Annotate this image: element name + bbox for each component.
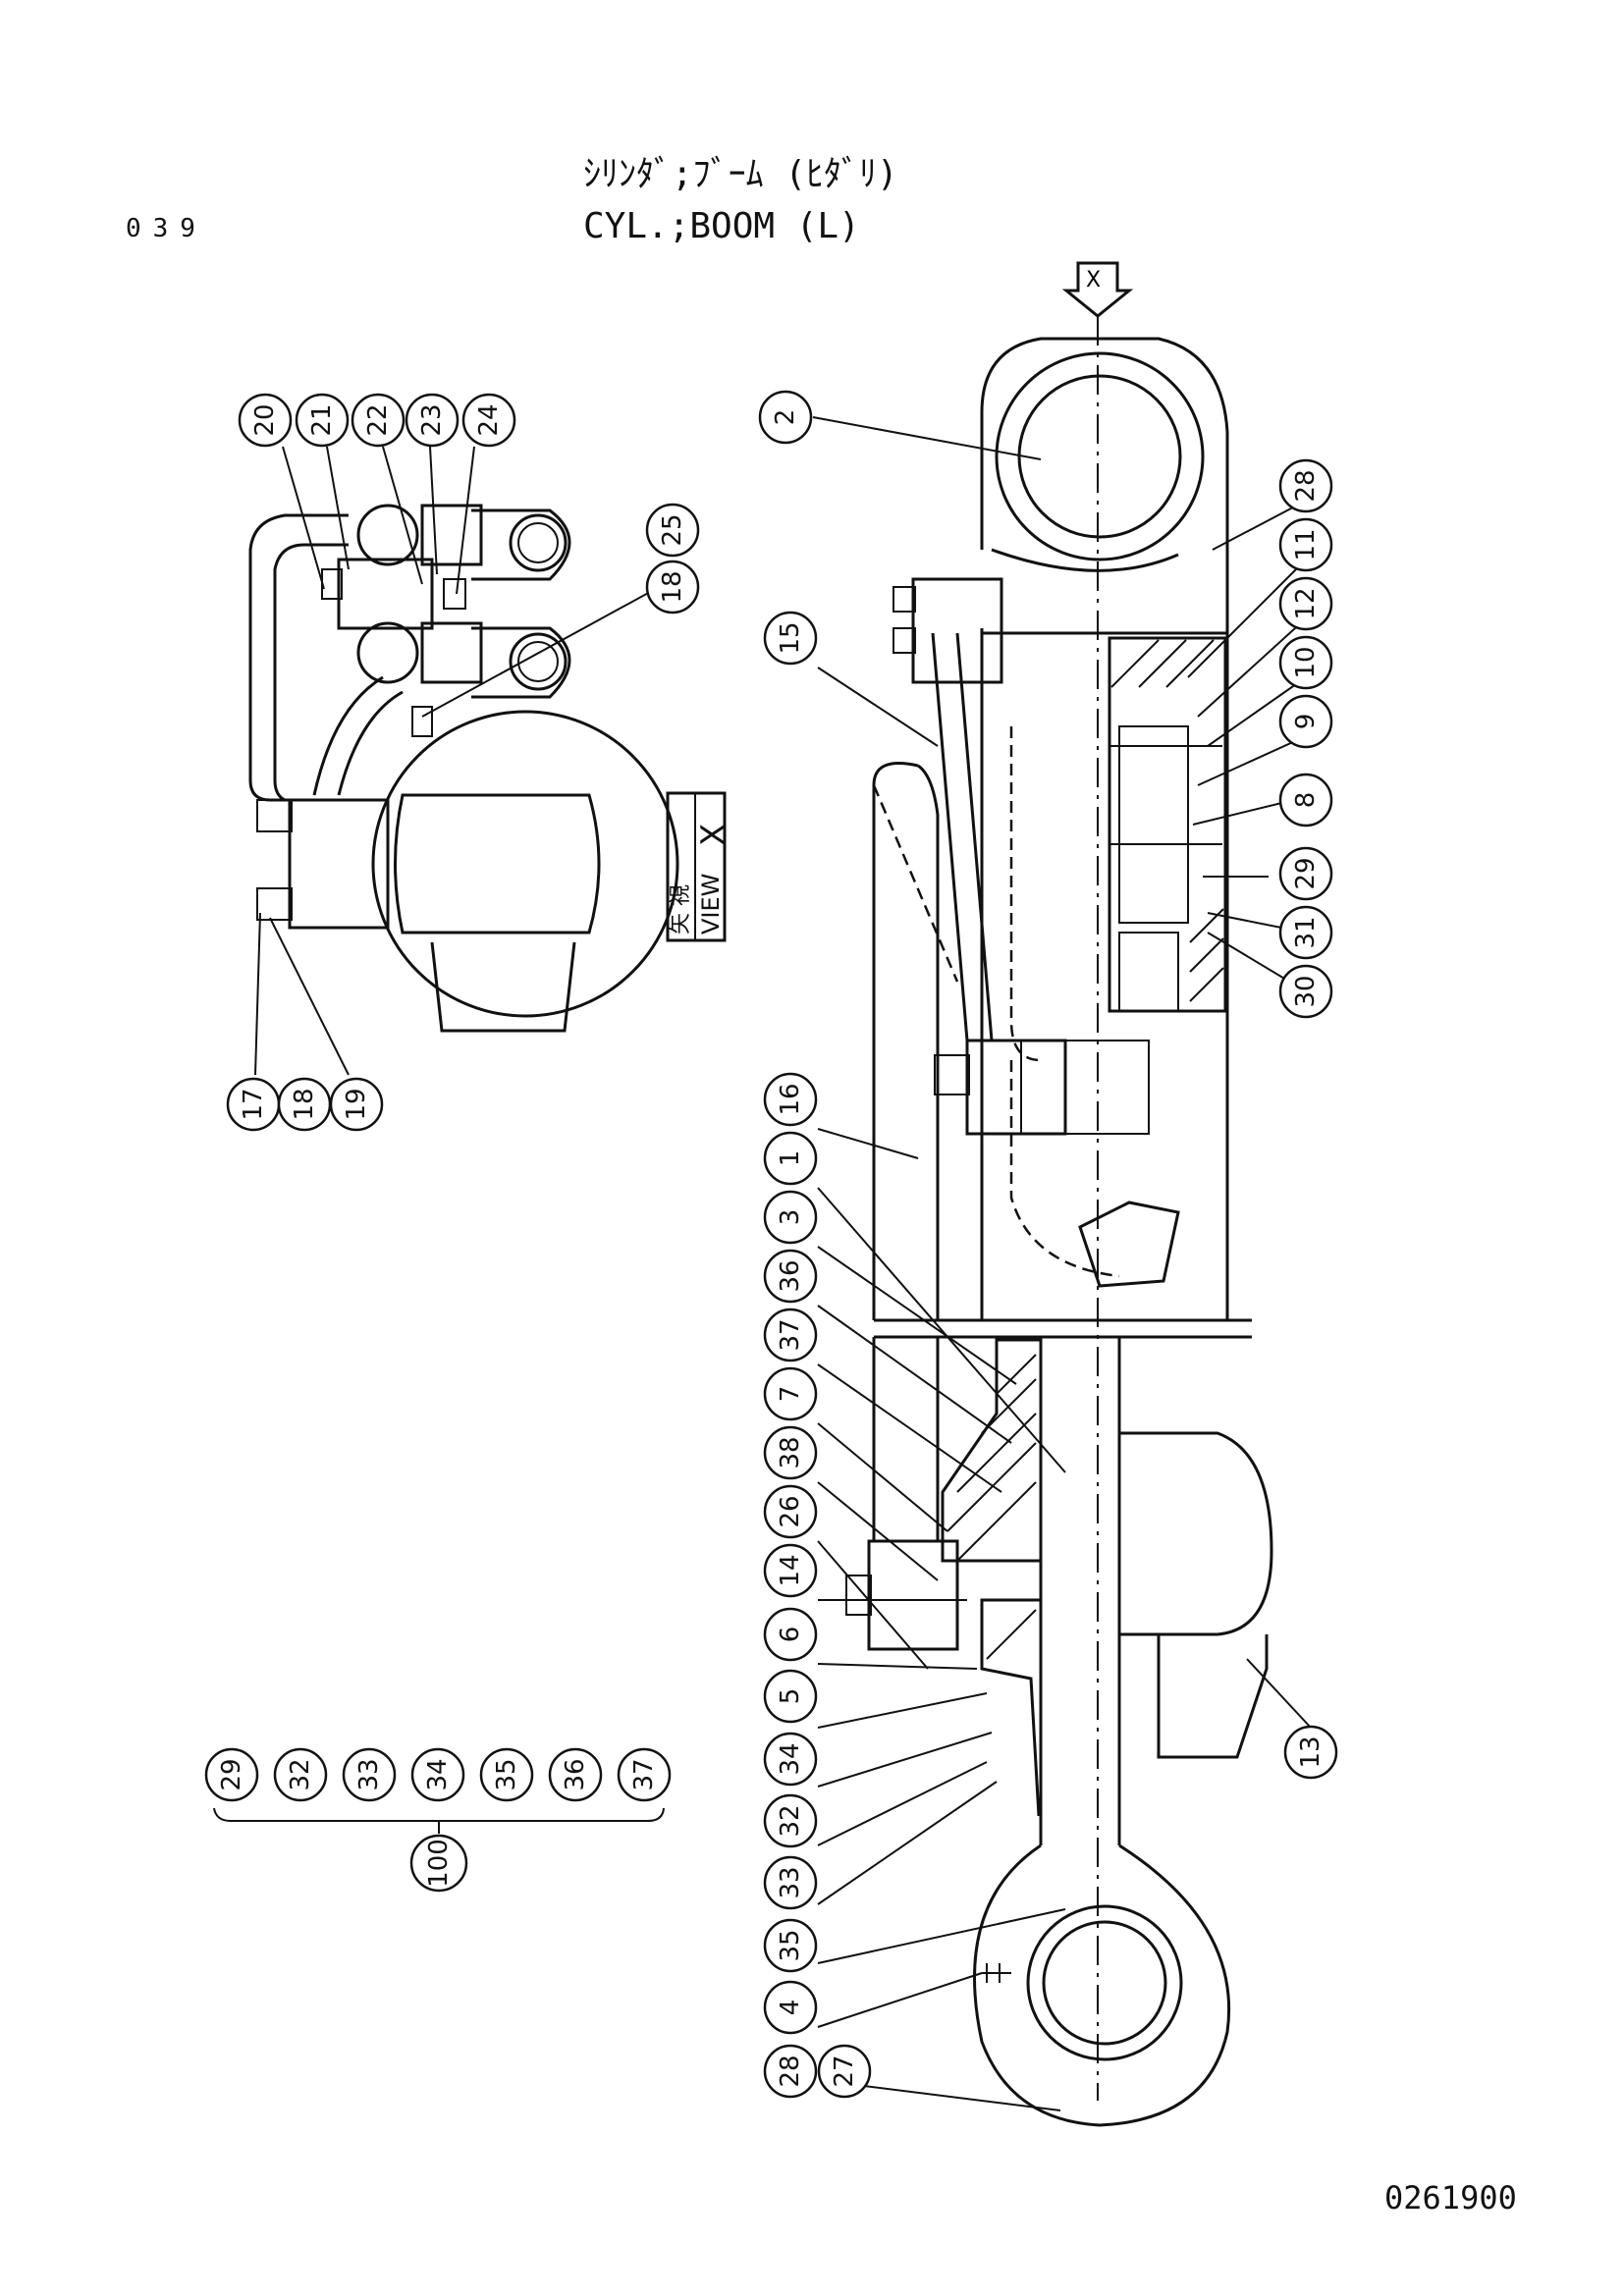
- callout-main-13: 3: [776, 1209, 805, 1226]
- callout-main-11: 16: [776, 1083, 805, 1115]
- callout-main-18: 26: [776, 1495, 805, 1527]
- callout-main-24: 33: [776, 1866, 805, 1898]
- leader-lines: [254, 416, 1312, 2111]
- callouts-kit: 29 32 33 34 35 36 37 100: [204, 1747, 672, 1893]
- view-direction-arrow: X: [1061, 261, 1134, 2101]
- callout-main-6: 8: [1291, 792, 1321, 809]
- callout-main-2: 11: [1291, 528, 1321, 561]
- kit-member-2: 33: [354, 1758, 384, 1790]
- callout-main-26: 4: [776, 2000, 805, 2016]
- callout-view-7: 17: [239, 1088, 268, 1120]
- callout-main-16: 7: [776, 1386, 805, 1403]
- callout-main-5: 9: [1291, 714, 1321, 730]
- callout-view-5: 25: [658, 513, 687, 546]
- callout-view-8: 18: [290, 1088, 319, 1120]
- callout-main-1: 28: [1291, 469, 1321, 502]
- callout-main-17: 38: [776, 1436, 805, 1468]
- drawing-number: 0261900: [1384, 2179, 1517, 2216]
- title-japanese: ｼﾘﾝﾀﾞ;ﾌﾞｰﾑ (ﾋﾀﾞﾘ): [583, 154, 898, 194]
- callout-view-1: 21: [307, 403, 337, 436]
- callout-view-2: 22: [363, 403, 393, 436]
- callout-main-12: 1: [776, 1150, 805, 1167]
- callout-view-9: 19: [342, 1088, 371, 1120]
- callout-view-4: 24: [474, 403, 504, 436]
- callout-main-4: 10: [1291, 646, 1321, 678]
- callout-main-15: 37: [776, 1318, 805, 1351]
- kit-member-4: 35: [492, 1758, 521, 1790]
- view-arrow-letter: X: [1086, 268, 1101, 293]
- callout-view-3: 23: [417, 403, 447, 436]
- callout-main-25: 35: [776, 1929, 805, 1961]
- callout-view-0: 20: [250, 403, 280, 436]
- callout-main-21: 5: [776, 1688, 805, 1705]
- view-label-jp: 矢 視: [669, 884, 693, 934]
- kit-member-1: 32: [286, 1758, 315, 1790]
- cylinder-main-view: [845, 337, 1273, 2127]
- callout-main-14: 36: [776, 1259, 805, 1292]
- callout-main-20: 6: [776, 1627, 805, 1643]
- kit-member-6: 37: [629, 1758, 659, 1790]
- kit-member-3: 34: [423, 1758, 453, 1790]
- kit-bracket: [213, 1807, 665, 1834]
- callout-main-29: 13: [1296, 1735, 1325, 1768]
- callout-main-10: 15: [776, 621, 805, 654]
- callout-view-6: 18: [658, 570, 687, 603]
- callout-main-28: 27: [830, 2055, 859, 2087]
- callout-main-3: 12: [1291, 587, 1321, 619]
- kit-member-5: 36: [561, 1758, 590, 1790]
- callout-main-9: 30: [1291, 975, 1321, 1007]
- kit-id: 100: [424, 1839, 454, 1888]
- callout-main-23: 32: [776, 1804, 805, 1837]
- view-label-en: VIEW: [697, 874, 725, 934]
- view-x-label: 矢 視 VIEW X: [666, 791, 733, 942]
- kit-member-0: 29: [217, 1758, 246, 1790]
- callouts-view-x: 20 21 22 23 24 25 18 17 18 19: [226, 393, 700, 1132]
- callouts-main: 2 28 11 12 10 9 8 29 31 30 15 16 1 3 36 …: [758, 390, 1338, 2099]
- callout-main-19: 14: [776, 1554, 805, 1586]
- page-number: 039: [126, 214, 207, 243]
- view-x-diagram: [248, 504, 679, 1033]
- callout-main-7: 29: [1291, 857, 1321, 889]
- callout-main-22: 34: [776, 1742, 805, 1775]
- callout-main-0: 2: [771, 409, 800, 426]
- view-label-letter: X: [694, 824, 733, 846]
- title-english: CYL.;BOOM (L): [583, 206, 860, 246]
- callout-main-27: 28: [776, 2055, 805, 2087]
- callout-main-8: 31: [1291, 916, 1321, 948]
